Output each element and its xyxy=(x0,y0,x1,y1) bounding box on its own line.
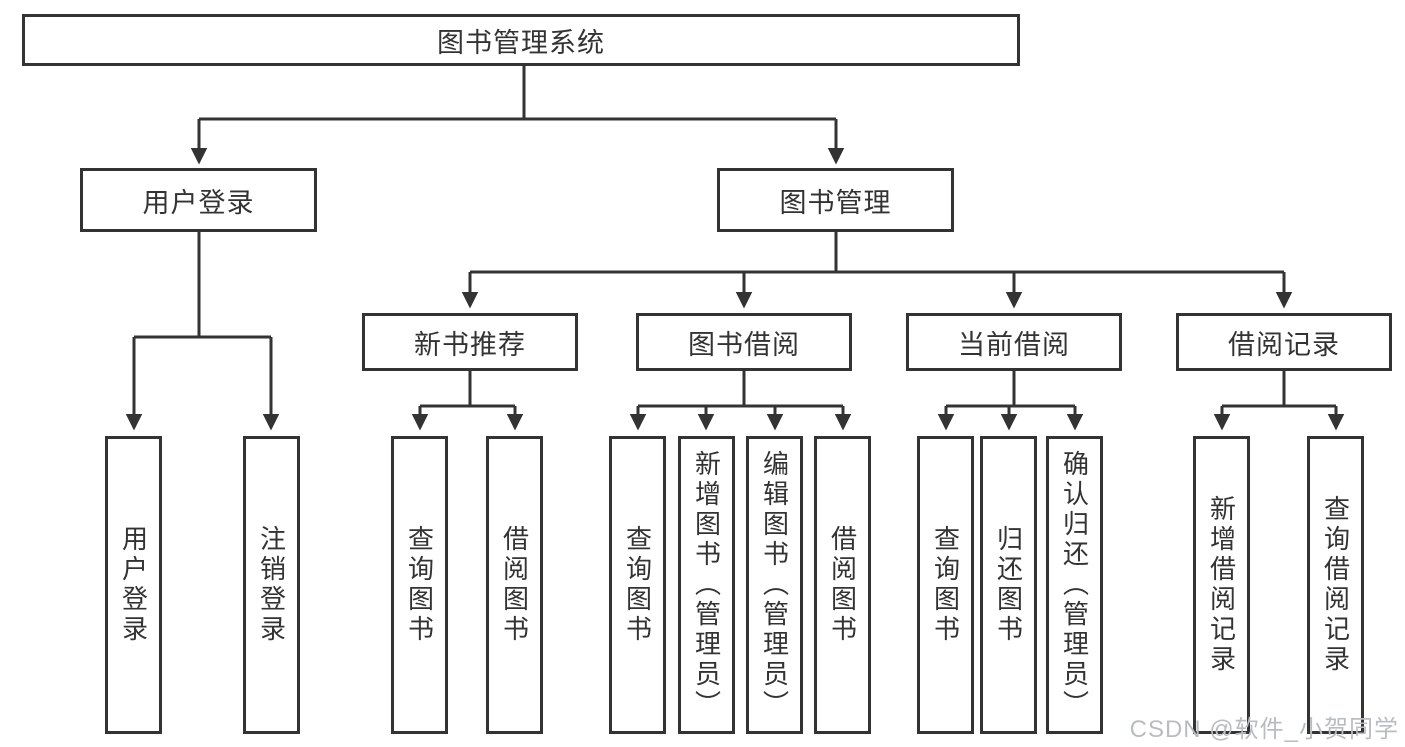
csdn-watermark: CSDN @软件_小贺同学 xyxy=(1129,716,1399,743)
leaf-logout: 注销登录 xyxy=(243,436,300,734)
leaf-records-add-record-label: 新增借阅记录 xyxy=(1206,495,1237,675)
node-current-borrow: 当前借阅 xyxy=(906,313,1122,371)
leaf-current-query-books-label: 查询图书 xyxy=(930,525,961,645)
node-current-borrow-label: 当前借阅 xyxy=(958,329,1070,360)
node-borrow-records-label: 借阅记录 xyxy=(1228,329,1340,360)
leaf-records-query-record-label: 查询借阅记录 xyxy=(1320,495,1351,675)
node-library-system: 图书管理系统 xyxy=(22,14,1020,66)
node-new-book-recommend-label: 新书推荐 xyxy=(414,329,526,360)
node-book-borrow: 图书借阅 xyxy=(636,313,852,371)
node-user-login-label: 用户登录 xyxy=(142,187,255,218)
leaf-borrow-add-books-admin: 新增图书（管理员） xyxy=(678,436,735,734)
leaf-current-confirm-return-admin: 确认归还（管理员） xyxy=(1046,436,1103,734)
leaf-user-login-label: 用户登录 xyxy=(118,525,149,645)
leaf-current-return-books: 归还图书 xyxy=(980,436,1037,734)
leaf-records-add-record: 新增借阅记录 xyxy=(1193,436,1250,734)
node-borrow-records: 借阅记录 xyxy=(1176,313,1392,371)
leaf-current-query-books: 查询图书 xyxy=(917,436,974,734)
leaf-borrow-query-books: 查询图书 xyxy=(609,436,666,734)
leaf-borrow-edit-books-admin: 编辑图书（管理员） xyxy=(746,436,803,734)
leaf-borrow-borrow-books-label: 借阅图书 xyxy=(827,525,858,645)
node-book-borrow-label: 图书借阅 xyxy=(688,329,800,360)
node-book-management-label: 图书管理 xyxy=(779,187,892,218)
node-book-management: 图书管理 xyxy=(717,168,954,232)
leaf-logout-label: 注销登录 xyxy=(256,525,287,645)
leaf-recommend-borrow-books-label: 借阅图书 xyxy=(499,525,530,645)
node-library-system-label: 图书管理系统 xyxy=(437,27,605,58)
node-user-login: 用户登录 xyxy=(80,168,317,232)
leaf-user-login: 用户登录 xyxy=(105,436,162,734)
leaf-recommend-borrow-books: 借阅图书 xyxy=(486,436,543,734)
leaf-borrow-query-books-label: 查询图书 xyxy=(622,525,653,645)
leaf-borrow-edit-books-admin-label: 编辑图书（管理员） xyxy=(759,450,790,720)
node-new-book-recommend: 新书推荐 xyxy=(362,313,578,371)
leaf-current-confirm-return-admin-label: 确认归还（管理员） xyxy=(1059,450,1090,720)
leaf-records-query-record: 查询借阅记录 xyxy=(1307,436,1364,734)
leaf-borrow-add-books-admin-label: 新增图书（管理员） xyxy=(691,450,722,720)
leaf-borrow-borrow-books: 借阅图书 xyxy=(814,436,871,734)
leaf-current-return-books-label: 归还图书 xyxy=(993,525,1024,645)
leaf-recommend-query-books-label: 查询图书 xyxy=(404,525,435,645)
leaf-recommend-query-books: 查询图书 xyxy=(391,436,448,734)
